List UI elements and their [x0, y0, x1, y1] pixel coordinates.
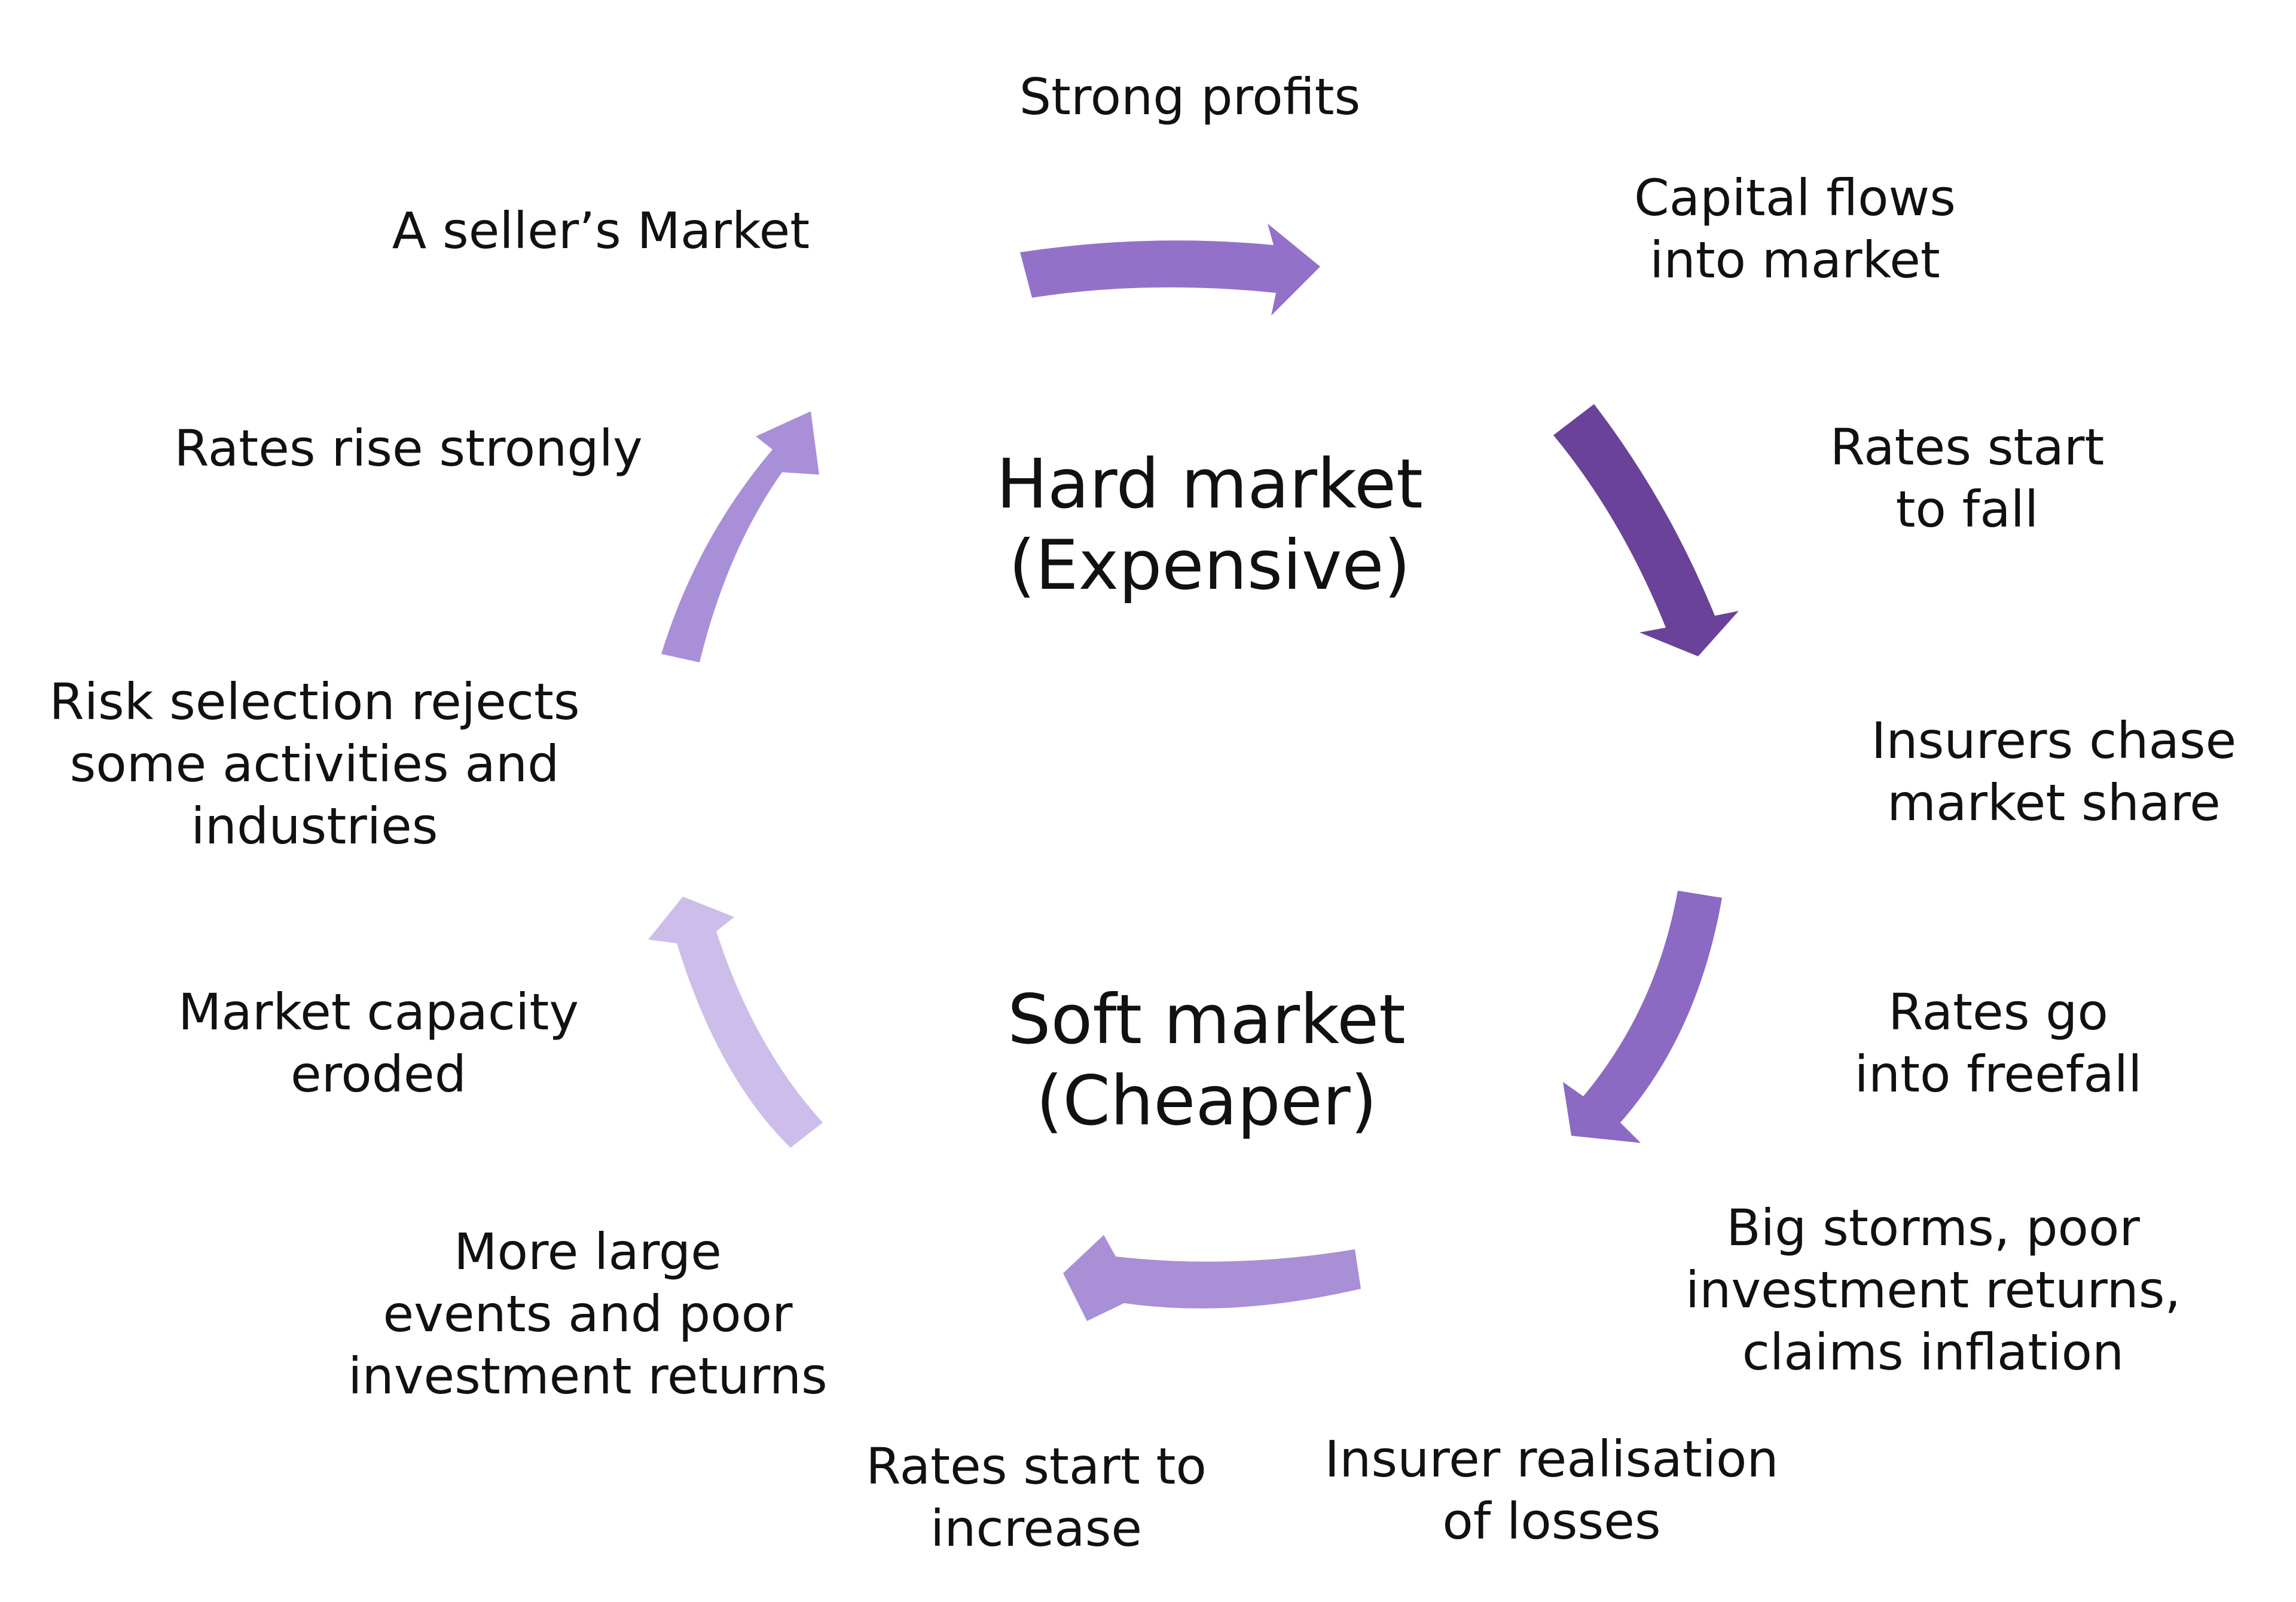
- label-insurer-realisation: Insurer realisation of losses: [1324, 1430, 1779, 1551]
- arrow-bottom: [1063, 1235, 1361, 1321]
- label-risk-selection: Risk selection rejects some activities a…: [49, 672, 580, 855]
- label-rates-start-to-increase: Rates start to increase: [866, 1437, 1207, 1558]
- label-rates-rise: Rates rise strongly: [174, 419, 643, 478]
- hard-market-line-2: (Expensive): [1009, 525, 1410, 605]
- soft-market-line-2: (Cheaper): [1036, 1061, 1378, 1141]
- label-sellers-market: A seller’s Market: [392, 201, 810, 260]
- soft-market-line-1: Soft market: [1007, 980, 1406, 1059]
- soft-market-title: Soft market (Cheaper): [1007, 979, 1406, 1142]
- arrow-top-right: [1553, 404, 1739, 656]
- arrow-bottom-left: [648, 897, 823, 1148]
- label-more-large-events: More large events and poor investment re…: [348, 1222, 828, 1405]
- hard-market-line-1: Hard market: [996, 444, 1423, 524]
- arrow-top-left: [661, 411, 819, 662]
- arrow-bottom-right: [1563, 891, 1722, 1143]
- hard-market-title: Hard market (Expensive): [996, 444, 1423, 606]
- label-rates-start-to-fall: Rates start to fall: [1830, 418, 2105, 539]
- label-rates-freefall: Rates go into freefall: [1854, 983, 2142, 1103]
- label-strong-profits: Strong profits: [1019, 68, 1361, 126]
- label-big-storms: Big storms, poor investment returns, cla…: [1685, 1199, 2181, 1381]
- label-market-capacity: Market capacity eroded: [178, 983, 579, 1103]
- label-capital-flows: Capital flows into market: [1634, 169, 1956, 289]
- label-insurers-chase: Insurers chase market share: [1871, 711, 2237, 832]
- arrow-top: [1020, 224, 1320, 316]
